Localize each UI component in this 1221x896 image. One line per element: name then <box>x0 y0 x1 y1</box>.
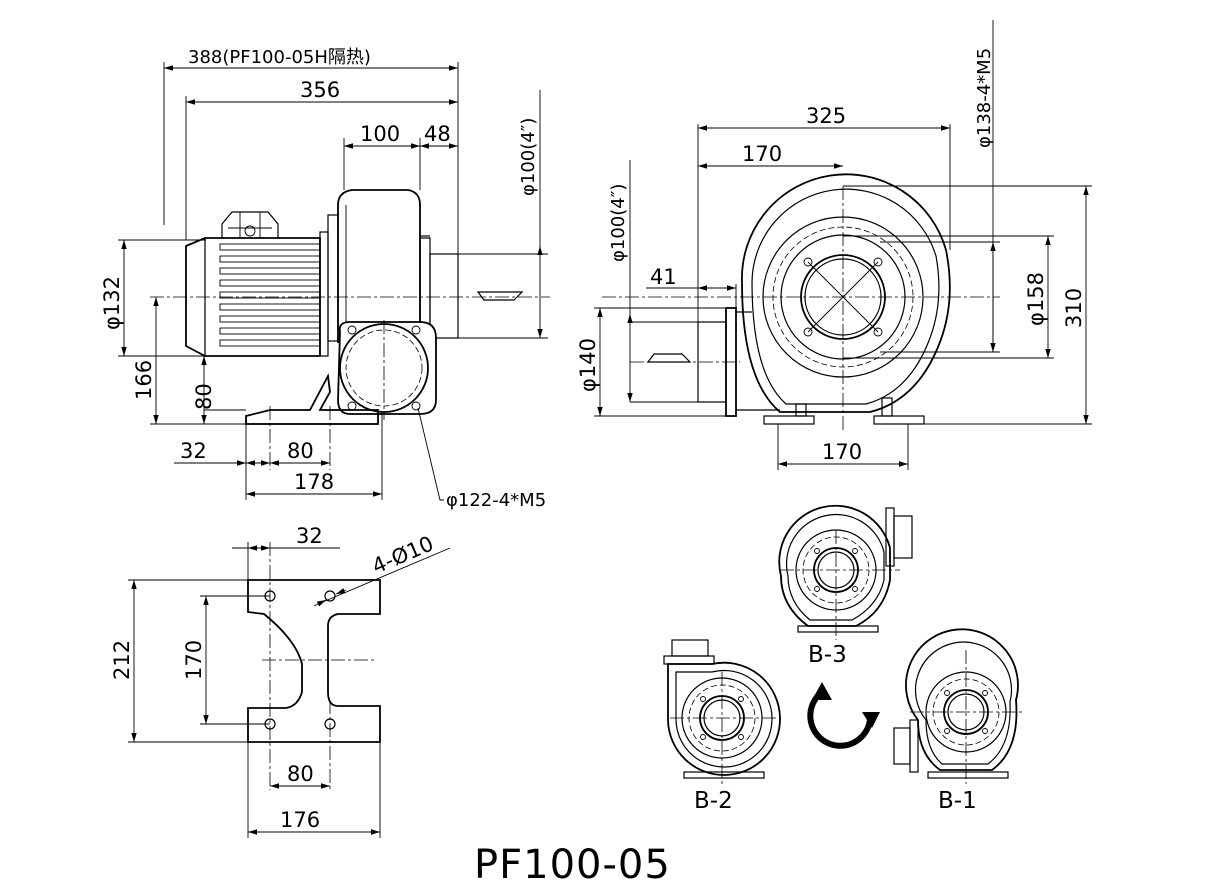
inlet-flange <box>337 321 437 415</box>
dim-outlet-offset: 48 <box>424 122 451 146</box>
dim-plate-depth: 212 <box>110 640 134 680</box>
dim-plate-hole-pitch-y: 170 <box>182 640 206 680</box>
dim-base-length: 178 <box>294 470 334 494</box>
dim-foot-span: 170 <box>822 440 862 464</box>
dim-base-height: 80 <box>192 383 216 410</box>
dim-base-offset: 32 <box>180 439 207 463</box>
motor <box>185 211 339 357</box>
side-view: 388(PF100-05H隔热) 356 100 48 φ100(4″) φ13… <box>100 47 550 511</box>
dim-plate-hole-pitch-x: 80 <box>287 762 314 786</box>
dim-plate-width: 176 <box>280 808 320 832</box>
dim-flange-dia: φ158 <box>1024 272 1048 326</box>
dim-outlet-width: 100 <box>360 122 400 146</box>
dim-center-offset: 170 <box>742 142 782 166</box>
note-inlet-bolts: φ122-4*M5 <box>446 490 546 511</box>
dim-front-height: 310 <box>1062 288 1086 328</box>
dim-length: 356 <box>300 78 340 102</box>
dim-hole-pitch: 80 <box>287 439 314 463</box>
dim-total-length: 388(PF100-05H隔热) <box>188 47 371 68</box>
orientation-b1: B-1 <box>893 628 1022 814</box>
motor-fins <box>219 243 321 347</box>
dim-motor-dia: φ132 <box>100 276 124 330</box>
orientation-b3: B-3 <box>778 504 913 668</box>
label-b3: B-3 <box>808 642 847 668</box>
dim-flange-depth: 41 <box>650 265 677 289</box>
front-feet <box>763 397 925 425</box>
rotation-arrow-icon <box>807 682 880 749</box>
housing-side <box>337 189 459 343</box>
drawing-title: PF100-05 <box>474 842 671 888</box>
base-plate: 32 4-Ø10 212 170 80 176 <box>110 524 451 838</box>
dim-plate-hole-offset: 32 <box>296 524 323 548</box>
dim-outlet-flange: φ140 <box>576 338 600 392</box>
dim-inlet-dia: φ100(4″) <box>608 184 629 262</box>
dim-center-height: 166 <box>132 360 156 400</box>
dim-holes: 4-Ø10 <box>369 531 437 578</box>
dim-outlet-dia: φ100(4″) <box>518 118 539 196</box>
label-b2: B-2 <box>694 788 733 814</box>
front-view: 325 170 φ138-4*M5 φ100(4″) 41 φ140 φ158 … <box>576 20 1092 470</box>
orientation-b2: B-2 <box>663 639 781 814</box>
side-base <box>245 373 379 425</box>
dim-front-width: 325 <box>806 104 846 128</box>
dim-flange-bolts: φ138-4*M5 <box>974 48 995 148</box>
label-b1: B-1 <box>938 788 977 814</box>
